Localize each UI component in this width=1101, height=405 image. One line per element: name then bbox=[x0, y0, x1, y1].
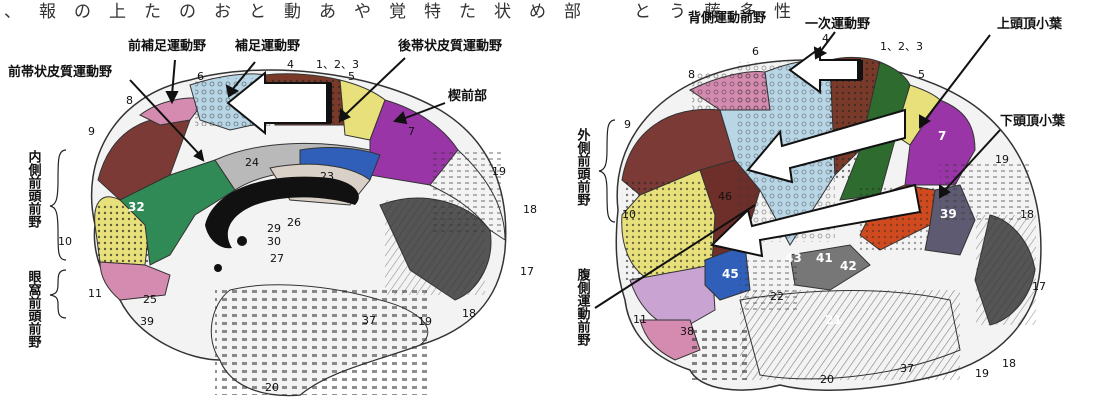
medial-num-26: 26 bbox=[287, 216, 301, 229]
medial-num-11: 11 bbox=[88, 287, 102, 300]
medial-num-10: 10 bbox=[58, 235, 72, 248]
lateral-num-22: 22 bbox=[770, 290, 784, 303]
lateral-prefrontal-brace bbox=[599, 120, 615, 222]
lateral-num-45: 45 bbox=[722, 267, 739, 281]
medial-num-27: 27 bbox=[270, 252, 284, 265]
label-precuneus: 楔前部 bbox=[448, 88, 487, 104]
lateral-num-42: 42 bbox=[840, 259, 857, 273]
lateral-num-7: 7 bbox=[938, 129, 946, 143]
medial-num-4: 4 bbox=[287, 58, 294, 71]
medial-num-32: 32 bbox=[128, 200, 145, 214]
orbital-prefrontal-brace bbox=[50, 270, 66, 318]
anterior-commissure bbox=[237, 236, 247, 246]
lateral-num-18b: 18 bbox=[1002, 357, 1016, 370]
medial-arrow-tail-bar bbox=[326, 83, 332, 123]
lateral-arrow-top-bar bbox=[857, 60, 863, 80]
lateral-num-39: 39 bbox=[940, 207, 957, 221]
medial-num-24: 24 bbox=[245, 156, 259, 169]
lateral-num-18: 18 bbox=[1020, 208, 1034, 221]
medial-num-37: 37 bbox=[362, 314, 376, 327]
lateral-num-123: 1、2、3 bbox=[880, 40, 923, 53]
lateral-num-21: 21 bbox=[825, 313, 842, 327]
lateral-brain-view: 背側運動前野 一次運動野 上頭頂小葉 下頭頂小葉 外側前頭前野 腹側運動前野 4… bbox=[575, 10, 1067, 390]
lateral-num-5: 5 bbox=[918, 68, 925, 81]
lateral-num-4: 4 bbox=[822, 32, 829, 45]
medial-num-5: 5 bbox=[348, 70, 355, 83]
lateral-num-20: 20 bbox=[820, 373, 834, 386]
medial-num-9: 9 bbox=[88, 125, 95, 138]
label-lateral-prefrontal: 外側前頭前野 bbox=[575, 127, 592, 207]
medial-num-17: 17 bbox=[520, 265, 534, 278]
lateral-num-9: 9 bbox=[624, 118, 631, 131]
label-pre-sma: 前補足運動野 bbox=[128, 38, 206, 54]
medial-num-8: 8 bbox=[126, 94, 133, 107]
lateral-num-8: 8 bbox=[688, 68, 695, 81]
lateral-num-17: 17 bbox=[1032, 280, 1046, 293]
lateral-num-38: 38 bbox=[680, 325, 694, 338]
label-ventral-premotor: 腹側運動前野 bbox=[575, 267, 592, 347]
lateral-num-41: 41 bbox=[816, 251, 833, 265]
optic-chiasm bbox=[214, 264, 222, 272]
medial-num-23: 23 bbox=[320, 170, 334, 183]
medial-num-30: 30 bbox=[267, 235, 281, 248]
lateral-num-19b: 19 bbox=[975, 367, 989, 380]
medial-num-18b: 18 bbox=[462, 307, 476, 320]
medial-num-19: 19 bbox=[492, 165, 506, 178]
label-primary-motor: 一次運動野 bbox=[805, 16, 870, 32]
lateral-num-37: 37 bbox=[900, 362, 914, 375]
medial-num-18: 18 bbox=[523, 203, 537, 216]
lateral-num-6: 6 bbox=[752, 45, 759, 58]
medial-num-39: 39 bbox=[140, 315, 154, 328]
label-inferior-parietal: 下頭頂小葉 bbox=[1000, 113, 1066, 129]
lateral-num-46: 46 bbox=[718, 190, 732, 203]
medial-num-19b: 19 bbox=[418, 315, 432, 328]
label-dorsal-premotor: 背側運動前野 bbox=[688, 10, 766, 26]
label-orbital-prefrontal: 眼窩前頭前野 bbox=[26, 270, 42, 349]
medial-num-20: 20 bbox=[265, 381, 279, 394]
medial-num-7: 7 bbox=[408, 125, 415, 138]
lateral-num-19: 19 bbox=[995, 153, 1009, 166]
lateral-num-11: 11 bbox=[633, 313, 647, 326]
medial-num-6: 6 bbox=[197, 70, 204, 83]
lateral-num-10: 10 bbox=[622, 208, 636, 221]
medial-brain-view: 前補足運動野 補足運動野 前帯状皮質運動野 後帯状皮質運動野 楔前部 内側前頭前… bbox=[8, 38, 537, 395]
label-medial-prefrontal: 内側前頭前野 bbox=[26, 149, 43, 229]
label-anterior-cingulate-motor: 前帯状皮質運動野 bbox=[8, 64, 112, 80]
label-superior-parietal: 上頭頂小葉 bbox=[997, 16, 1063, 32]
medial-num-29: 29 bbox=[267, 222, 281, 235]
label-posterior-cingulate-motor: 後帯状皮質運動野 bbox=[398, 38, 502, 54]
label-sma: 補足運動野 bbox=[234, 38, 300, 54]
medial-num-25: 25 bbox=[143, 293, 157, 306]
lateral-num-43: 43 bbox=[785, 251, 802, 265]
